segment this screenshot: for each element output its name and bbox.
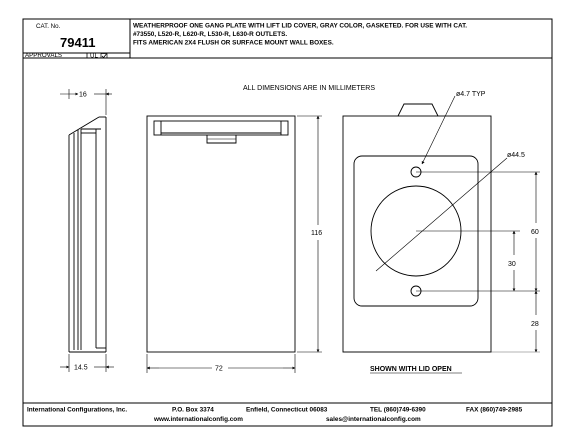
ul-check-icon bbox=[101, 53, 107, 59]
units-note: ALL DIMENSIONS ARE IN MILLIMETERS bbox=[243, 85, 375, 92]
footer-company: International Configurations, Inc. bbox=[27, 407, 127, 414]
hole-span-label: 60 bbox=[531, 229, 539, 236]
title-block: CAT. No. 79411 APPROVALS UL WEATHERPROOF… bbox=[23, 19, 552, 60]
opening-diameter-label: ø44.5 bbox=[507, 152, 525, 159]
open-view bbox=[342, 103, 492, 353]
front-dim-width bbox=[146, 354, 296, 373]
footer: International Configurations, Inc. P.O. … bbox=[23, 402, 552, 423]
description-line-1: WEATHERPROOF ONE GANG PLATE WITH LIFT LI… bbox=[133, 23, 467, 30]
open-view-leaders bbox=[343, 95, 540, 353]
footer-tel: TEL (860)749-6390 bbox=[370, 407, 426, 414]
footer-fax: FAX (860)749-2985 bbox=[466, 407, 523, 414]
approvals-label: APPROVALS bbox=[25, 52, 62, 59]
front-dim-height bbox=[297, 115, 322, 353]
front-height-label: 116 bbox=[311, 230, 322, 237]
footer-email: sales@internationalconfig.com bbox=[326, 416, 421, 423]
center-to-hole-label: 30 bbox=[508, 261, 516, 268]
front-width-label: 72 bbox=[215, 366, 223, 373]
cat-no-label: CAT. No. bbox=[36, 23, 61, 30]
front-view bbox=[146, 115, 296, 353]
footer-address: Enfield, Connecticut 06083 bbox=[246, 407, 328, 414]
description-line-2: #73550, L520-R, L620-R, L530-R, L630-R O… bbox=[133, 31, 287, 38]
footer-website: www.internationalconfig.com bbox=[153, 416, 243, 423]
hole-diameter-label: ø4.7 TYP bbox=[456, 91, 486, 98]
lid-open-note: SHOWN WITH LID OPEN bbox=[370, 366, 452, 373]
cat-no-value: 79411 bbox=[60, 35, 95, 50]
side-depth-bottom-label: 14.5 bbox=[74, 365, 88, 372]
description-line-3: FITS AMERICAN 2X4 FLUSH OR SURFACE MOUNT… bbox=[133, 40, 334, 47]
footer-po-box: P.O. Box 3374 bbox=[172, 407, 214, 414]
hole-to-bottom-label: 28 bbox=[531, 321, 539, 328]
sheet-border bbox=[22, 18, 553, 427]
ul-checkbox bbox=[100, 53, 108, 59]
ul-label: UL bbox=[90, 53, 98, 60]
side-dim-bottom bbox=[60, 354, 114, 372]
side-depth-top-label: 16 bbox=[79, 92, 87, 99]
side-dim-top bbox=[60, 89, 112, 115]
side-view bbox=[68, 116, 107, 353]
